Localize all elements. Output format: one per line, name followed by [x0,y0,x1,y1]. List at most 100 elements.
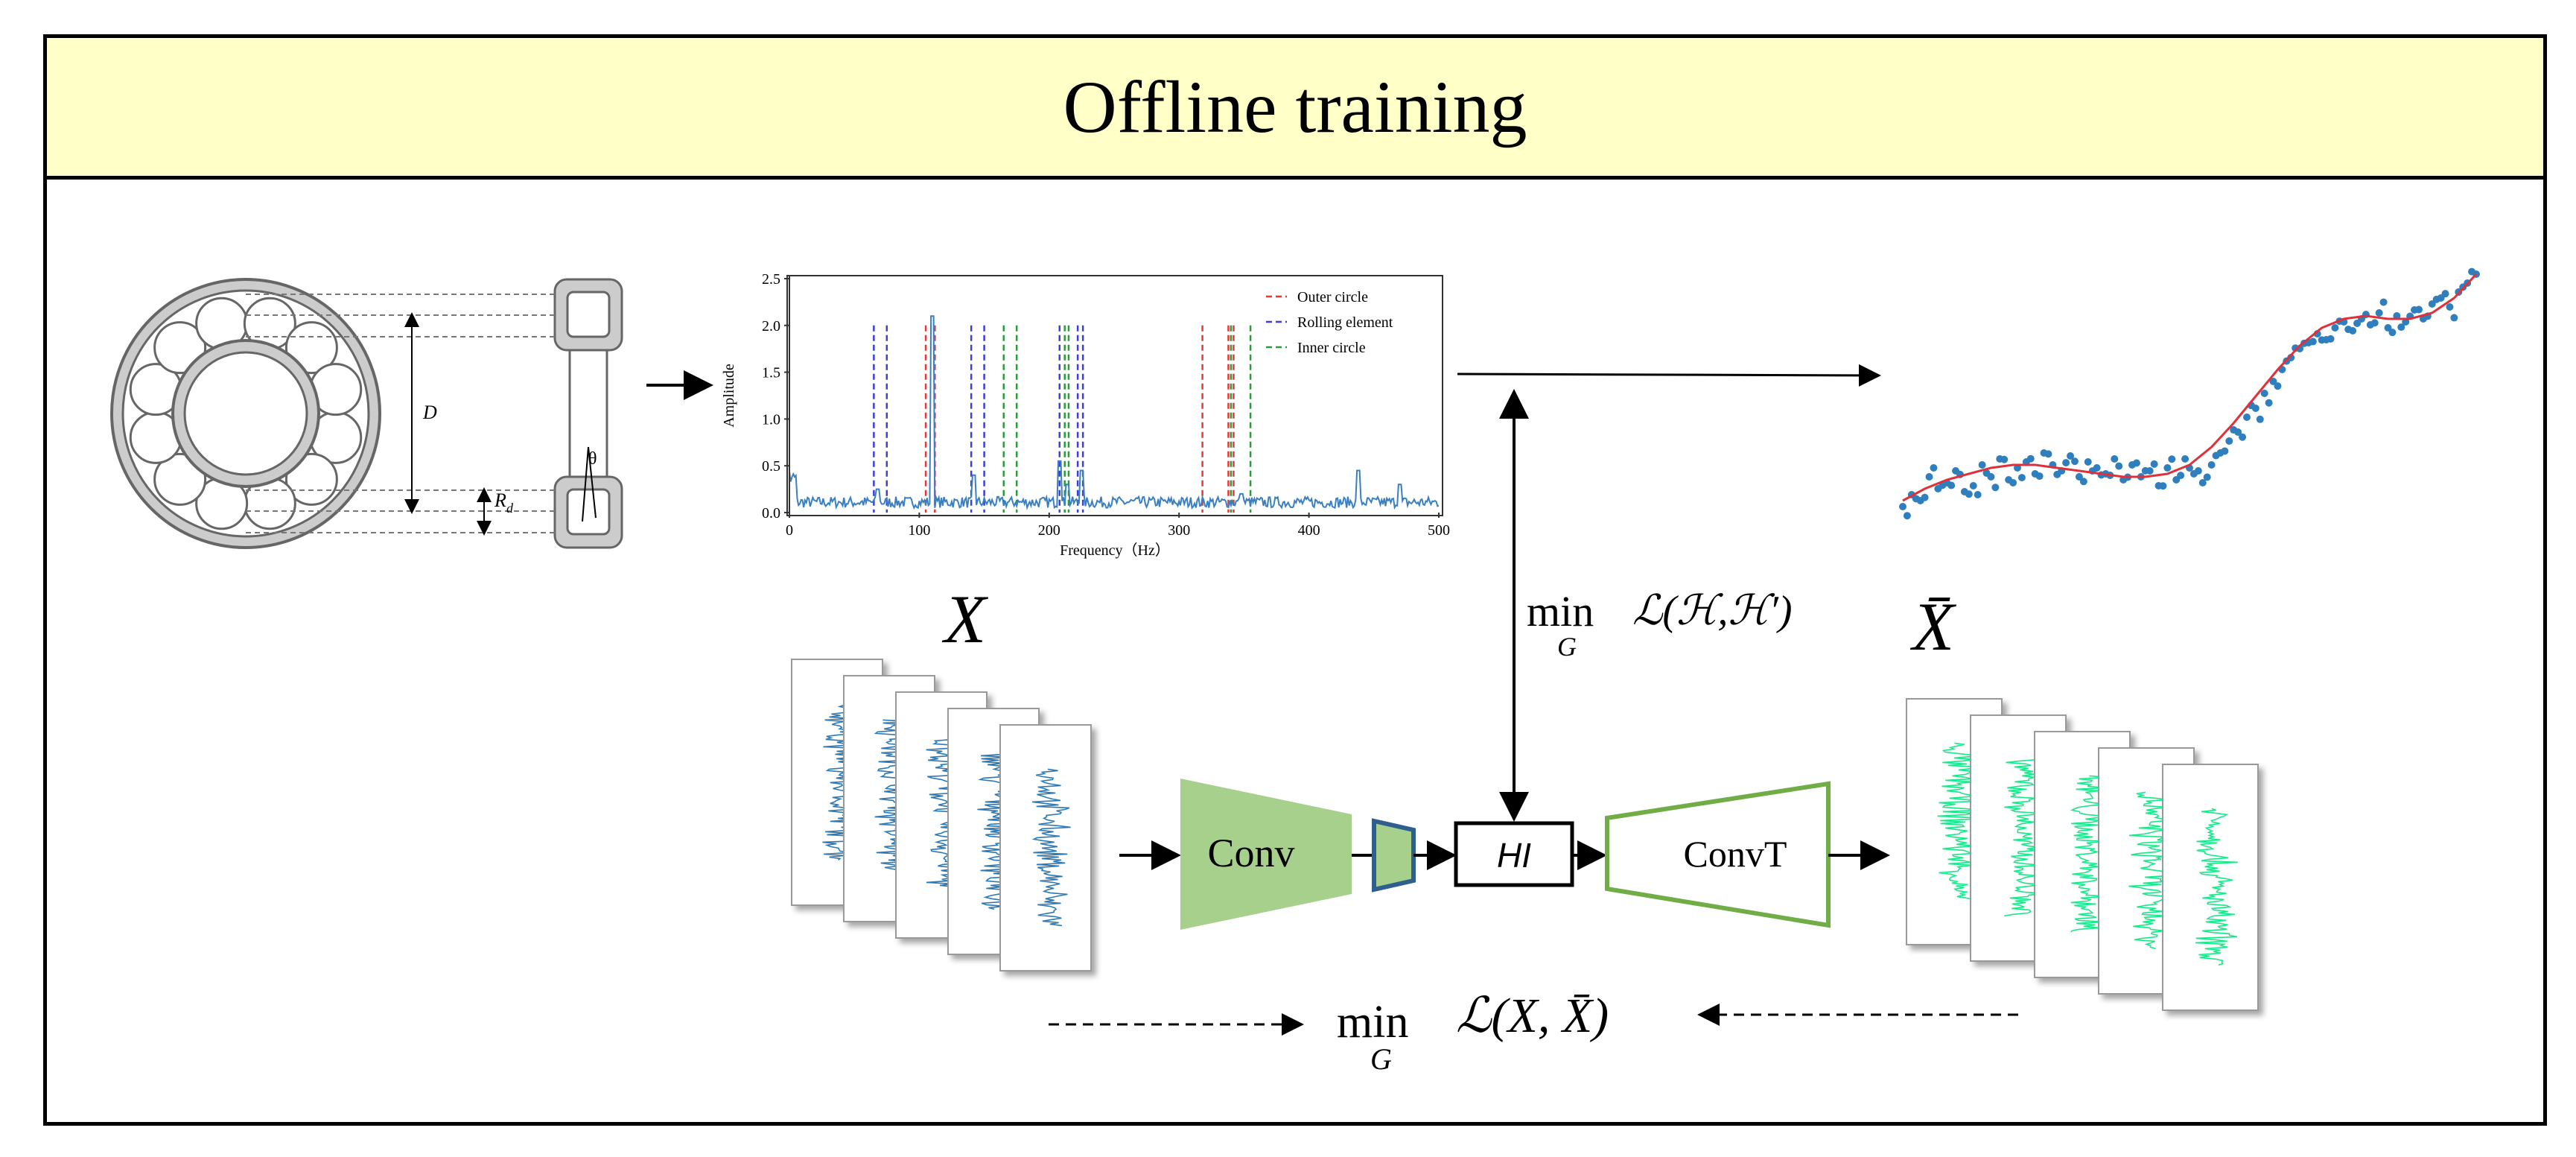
page-title: Offline training [1063,66,1527,148]
signal-waveform [1937,742,1982,901]
y-tick-label: 1.5 [762,365,780,381]
bearing-section-view [553,278,623,549]
scatter-point [2251,405,2259,412]
convt-label: ConvT [1684,833,1787,875]
scatter-point [2177,472,2185,480]
y-axis-label: Amplitude [721,364,737,428]
scatter-point [2379,298,2388,306]
scatter-point [2071,457,2079,466]
scatter-point [2115,462,2123,470]
bearing-drawing: D R d θ [110,278,623,549]
health-indicator-curve [1899,267,2480,520]
scatter-point [2079,478,2087,486]
scatter-point [2349,327,2357,335]
convt-decoder [1605,781,1831,928]
scatter-point [2428,300,2436,308]
scatter-point [2181,455,2189,463]
loss-rec-subscript: G [1370,1042,1392,1076]
scatter-point [2062,459,2070,467]
x-tick-label: 100 [908,522,930,539]
scatter-point [1965,490,1973,498]
output-signal-stack [1906,698,2259,1011]
y-tick-label: 1.0 [762,411,780,428]
spectrum-trace [789,315,1440,510]
scatter-point [2159,482,2167,490]
rolling-elements [129,297,363,530]
loss-hi-min: min [1527,587,1594,635]
x-tick-label: 200 [1038,522,1060,539]
scatter-point [2388,329,2397,337]
signal-card [2162,764,2259,1011]
dimension-lines [246,294,555,533]
signal-waveform [2004,758,2045,917]
scatter-point [2084,458,2092,466]
scatter-point [2221,447,2229,455]
signal-card [999,724,1092,971]
rolling-element-ball [284,321,338,375]
scatter-point [2415,305,2423,314]
scatter-point [2194,467,2202,475]
scatter-point [2441,290,2449,298]
scatter-point [2111,455,2119,463]
signal-card-frame [2162,764,2259,1011]
legend-label: Rolling element [1297,314,1393,331]
signal-waveform [1031,768,1071,927]
scatter-point [2397,323,2405,332]
scatter-point [2044,450,2052,458]
loss-hi-subscript: G [1557,632,1577,662]
x-tick-label: 300 [1168,522,1190,539]
theta-label: θ [588,449,597,469]
scatter-point [2450,314,2458,322]
scatter-point [1921,493,1929,501]
scatter-point [1903,512,1911,520]
scatter-point [2265,399,2273,407]
x-tick-label: 500 [1428,522,1450,539]
loss-hi-formula: min G ℒ(ℋ,ℋ′) [1527,587,1793,662]
scatter-point [2384,324,2392,332]
diagram-frame: Offline training [43,34,2547,1126]
rolling-element-ball [153,321,207,375]
input-label: X [941,581,989,657]
rolling-element-ball [153,452,207,506]
scatter-point [2026,454,2035,463]
scatter-point [1974,490,1982,498]
scatter-point [2243,413,2251,421]
conv-encoder [1180,779,1352,930]
legend-label: Inner circle [1297,340,1366,356]
scatter-point [2009,478,2017,486]
signal-waveform [2128,791,2170,950]
scatter-point [1987,473,1995,481]
conv-label: Conv [1207,831,1294,875]
regression-line [1902,273,2478,502]
scatter-point [2132,459,2140,467]
scatter-point [2150,460,2158,468]
scatter-points [1899,267,2480,520]
scatter-point [2260,390,2268,397]
scatter-point [1991,484,2000,492]
hi-label: HI [1497,836,1531,875]
scatter-point [2256,415,2264,423]
loss-rec-expression: ℒ(X, X̄) [1456,989,1609,1043]
dimension-r-label: R [494,489,506,511]
y-axis-ticks: 0.00.51.01.52.02.5 [762,271,790,522]
scatter-point [1925,473,1933,481]
scatter-point [1978,461,1986,469]
signal-waveform [2195,808,2239,966]
scatter-point [2000,455,2009,463]
scatter-point [2207,461,2216,469]
scatter-point [2093,464,2101,472]
scatter-point [2331,324,2339,332]
scatter-point [1930,464,1938,472]
y-tick-label: 0.0 [762,505,780,522]
scatter-point [2198,479,2207,486]
scatter-point [2446,303,2454,311]
scatter-point [2274,382,2282,390]
dimension-d-label: D [422,402,437,423]
scatter-point [2234,428,2242,436]
x-tick-label: 400 [1298,522,1320,539]
dimension-r-subscript: d [506,501,514,516]
bearing-front-view [110,278,381,549]
